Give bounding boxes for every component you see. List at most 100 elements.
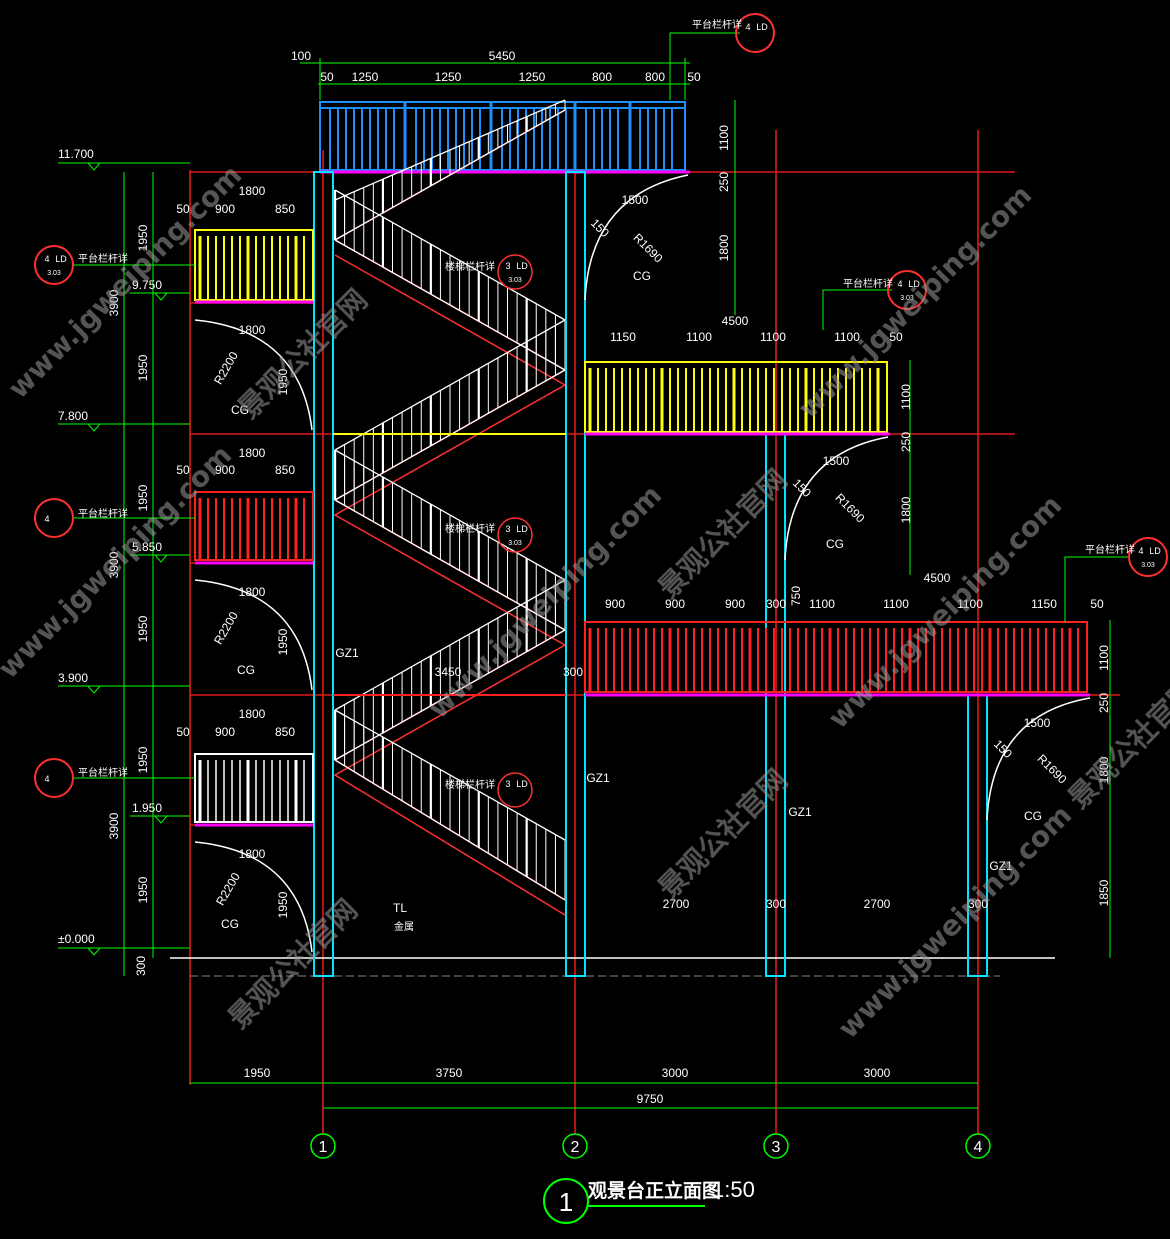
detail-reference-bubbles — [34, 13, 1168, 798]
axis-label-2: 2 — [571, 1139, 580, 1156]
railing-callout: 平台栏杆详 — [78, 766, 128, 779]
mid-bay-dim: 1100 — [686, 330, 712, 344]
watermark-cn: 景观公社官网 — [232, 283, 374, 425]
side-edge-dim: 50 — [176, 463, 190, 477]
side-width-dim: 1800 — [239, 707, 266, 721]
radius-label: R1690 — [833, 491, 868, 526]
watermark-url: www.jgweiping.com — [832, 798, 1079, 1045]
span-dim: 2700 — [663, 897, 690, 911]
stair-railing-callouts — [497, 254, 533, 808]
level-label: 7.800 — [58, 409, 88, 423]
watermark-url: www.jgweiping.com — [822, 488, 1069, 735]
cg-label: CG — [221, 917, 239, 931]
side-width-dim: 1800 — [239, 585, 266, 599]
low-bay-dim: 900 — [605, 597, 625, 611]
stair-railing-callout: 楼梯栏杆详 — [445, 778, 495, 791]
stair-ref-number: 3 — [505, 779, 510, 789]
stair-ref-sub: LD — [516, 524, 528, 534]
axis-label-3: 3 — [772, 1139, 781, 1156]
top-overall-dim: 5450 — [489, 49, 516, 63]
left-inner-dim: 1950 — [136, 484, 150, 511]
side-height-dim: 1950 — [276, 891, 290, 918]
stair-ref-sheet: 3.03 — [508, 540, 522, 547]
side-width-dim: 1800 — [239, 323, 266, 337]
left-brackets — [194, 319, 313, 953]
top-seg-dim: 50 — [687, 70, 701, 84]
axis-bubbles — [310, 1133, 991, 1159]
stair-railing-callout: 楼梯栏杆详 — [445, 522, 495, 535]
level-label: 1.950 — [132, 801, 162, 815]
railing-callout: 平台栏杆详 — [78, 252, 128, 265]
top-offset-dim: 100 — [291, 49, 311, 63]
level-label: 5.850 — [132, 540, 162, 554]
title-number-circle — [543, 1178, 589, 1224]
rail-height-dim: 1100 — [1097, 645, 1111, 671]
left-inner-dim: 1950 — [136, 746, 150, 773]
side-height-dim: 1950 — [276, 628, 290, 655]
watermark-cn: 景观公社官网 — [652, 463, 794, 605]
left-inner-dim: 1950 — [136, 354, 150, 381]
stair-run-dim: 3450 — [435, 665, 462, 679]
low-bay-dim: 1100 — [957, 597, 983, 611]
column-label: GZ1 — [989, 859, 1013, 873]
ref-sheet: 3.03 — [900, 295, 914, 302]
left-inner-dim: 1950 — [136, 224, 150, 251]
low-bay-dim: 1150 — [1031, 597, 1057, 611]
rail-height-dim: 1100 — [899, 384, 913, 410]
slab-height-dim: 250 — [717, 172, 731, 192]
col-gap-dim: 300 — [766, 897, 786, 911]
bracket-height-dim: 1800 — [1097, 756, 1111, 783]
bottom-dim: 3750 — [436, 1066, 463, 1080]
left-outer-dim: 3900 — [107, 289, 121, 316]
side-bay-dim: 850 — [275, 463, 295, 477]
left-white-railing — [194, 753, 314, 823]
bracket-width-dim: 1500 — [622, 193, 649, 207]
ref-number: 4 — [44, 254, 49, 264]
drawing-title: 观景台正立面图 — [588, 1179, 721, 1202]
axis-label-1: 1 — [319, 1139, 328, 1156]
bracket-height-dim: 1800 — [899, 496, 913, 523]
level-label: 9.750 — [132, 278, 162, 292]
left-yellow-railing — [194, 229, 314, 301]
top-seg-dim: 800 — [592, 70, 612, 84]
low-bay-dim: 1100 — [883, 597, 909, 611]
dimension-lines — [58, 32, 1130, 1109]
left-outer-dim: 3900 — [107, 551, 121, 578]
bottom-overall-dim: 9750 — [637, 1092, 664, 1106]
low-bay-dim: 750 — [789, 586, 803, 606]
watermark-url: www.jgweiping.com — [792, 178, 1039, 425]
stair-ref-number: 3 — [505, 524, 510, 534]
left-radius-label: R2200 — [211, 609, 241, 647]
bottom-dim: 3000 — [864, 1066, 891, 1080]
beam-label: TL — [393, 901, 407, 915]
top-seg-dim: 800 — [645, 70, 665, 84]
level-label: 11.700 — [58, 147, 94, 161]
bracket-height-dim: 1800 — [717, 234, 731, 261]
side-edge-dim: 50 — [176, 202, 190, 216]
slab-height-dim: 250 — [1097, 693, 1111, 713]
left-inner-dim: 1950 — [136, 876, 150, 903]
bottom-dim: 3000 — [662, 1066, 689, 1080]
cg-label: CG — [633, 269, 651, 283]
right-yellow-railing — [584, 361, 888, 433]
bracket-width-dim: 1500 — [823, 454, 850, 468]
top-seg-dim: 1250 — [352, 70, 379, 84]
top-seg-dim: 1250 — [435, 70, 462, 84]
radius-label: R1690 — [1035, 752, 1070, 787]
ref-sub: LD — [1149, 546, 1161, 556]
ref-number: 4 — [44, 774, 49, 784]
left-radius-label: R2200 — [211, 349, 241, 387]
mid-bay-dim: 1100 — [760, 330, 786, 344]
side-width-dim: 1800 — [239, 446, 266, 460]
col-gap-dim: 300 — [563, 665, 583, 679]
low-bay-dim: 1100 — [809, 597, 835, 611]
level-markers — [86, 162, 169, 956]
bottom-dim: 1950 — [244, 1066, 271, 1080]
watermark-cn: 景观公社官网 — [222, 893, 364, 1035]
base-height-dim: 1850 — [1097, 879, 1111, 906]
stair-ref-sub: LD — [516, 779, 528, 789]
watermark-cn: 景观公社官网 — [652, 763, 794, 905]
drawing-scale: 1:50 — [712, 1177, 755, 1202]
left-inner-dim: 1950 — [136, 615, 150, 642]
